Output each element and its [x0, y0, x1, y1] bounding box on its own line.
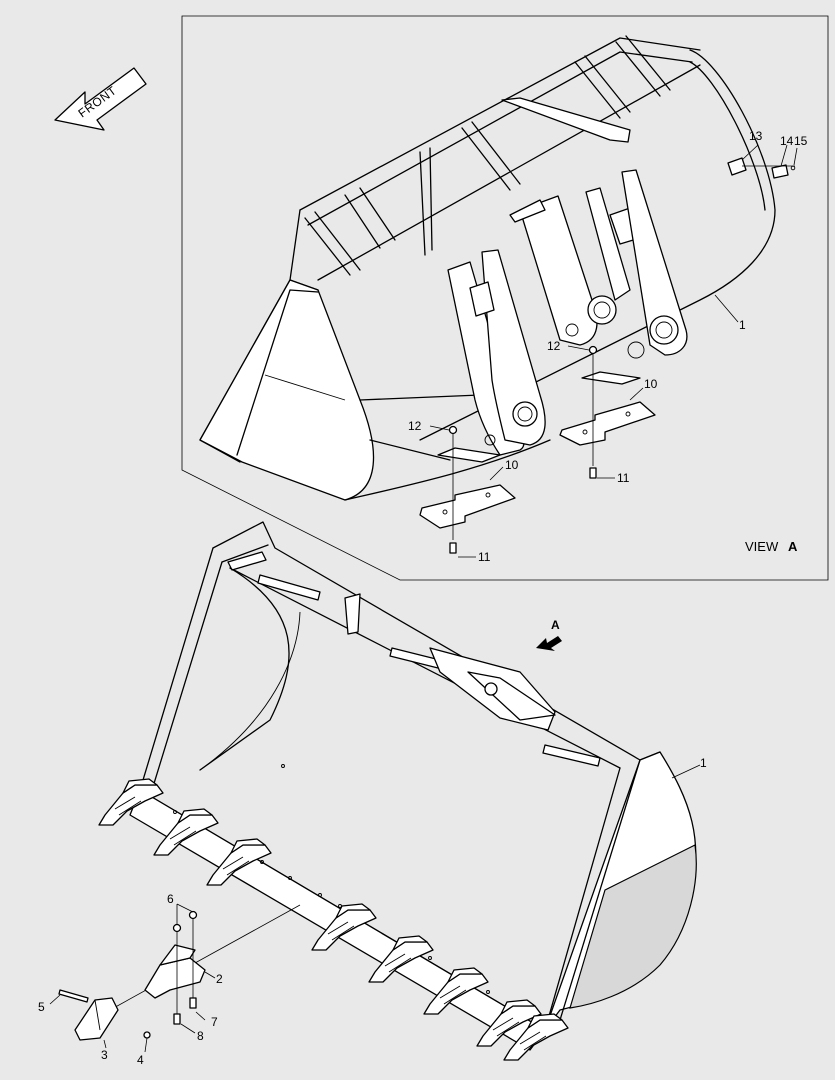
tooth-adapter [98, 778, 164, 826]
callout-8: 8 [197, 1029, 204, 1043]
main-bucket [129, 521, 697, 1051]
tooth-adapter [368, 935, 434, 983]
tooth-adapter [206, 838, 272, 886]
callout-10-left: 10 [505, 458, 519, 472]
callout-3: 3 [101, 1048, 108, 1062]
callout-7: 7 [211, 1015, 218, 1029]
view-arrow-letter: A [551, 618, 560, 632]
callout-12-left: 12 [408, 419, 422, 433]
teeth-row [98, 778, 569, 1061]
callout-14: 14 [780, 134, 794, 148]
view-a-prefix: VIEW [745, 539, 779, 554]
callout-6: 6 [167, 892, 174, 906]
view-a-callouts: 1 13 14 15 12 12 10 10 11 11 [408, 129, 808, 564]
front-arrow-icon: FRONT [54, 67, 147, 131]
callout-1-main: 1 [700, 756, 707, 770]
tooth-adapter [503, 1013, 569, 1061]
view-a-letter: A [788, 539, 798, 554]
main-callouts: 1 2 3 4 5 6 7 8 [38, 756, 707, 1067]
callout-10-right: 10 [644, 377, 658, 391]
callout-12-right: 12 [547, 339, 561, 353]
view-direction-arrow-icon [536, 636, 562, 651]
callout-15: 15 [794, 134, 808, 148]
exploded-tooth [58, 904, 301, 1041]
view-a-frame [181, 15, 829, 581]
callout-11-left: 11 [478, 550, 491, 564]
callout-5: 5 [38, 1000, 45, 1014]
callout-1-view: 1 [739, 318, 746, 332]
tooth-adapter [153, 808, 219, 856]
tooth-adapter [476, 999, 542, 1047]
tooth-adapter [311, 903, 377, 951]
tooth-adapter [423, 967, 489, 1015]
callout-13: 13 [749, 129, 763, 143]
callout-11-right: 11 [617, 471, 630, 485]
callout-4: 4 [137, 1053, 144, 1067]
edge-bolt-holes [173, 764, 490, 994]
callout-2: 2 [216, 972, 223, 986]
view-a-bucket [199, 35, 796, 554]
